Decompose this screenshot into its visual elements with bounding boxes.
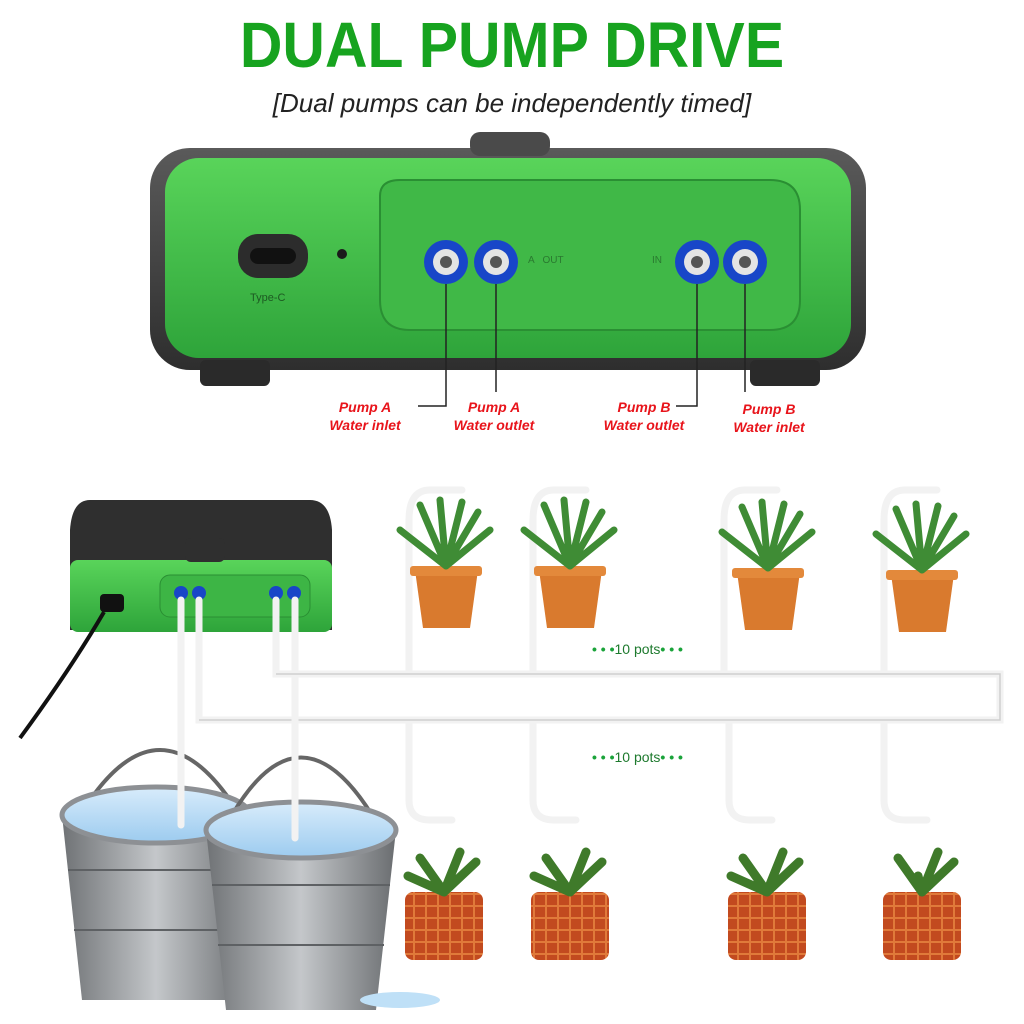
bottom-pots-count: • • •10 pots• • • [592, 749, 683, 765]
plant-bag [403, 847, 483, 960]
callout-line1: Pump B [742, 401, 796, 417]
connector-pump-b-inlet [723, 240, 767, 284]
callout-line1: Pump A [338, 399, 392, 415]
callout-line2: Water inlet [329, 417, 401, 433]
callout-line2: Water inlet [733, 419, 805, 435]
bottom-pots-text: 10 pots [614, 749, 661, 765]
callout-line1: Pump B [617, 399, 671, 415]
water-bucket-b [203, 755, 440, 1010]
page-title: DUAL PUMP DRIVE [239, 9, 785, 81]
water-bucket-a [59, 748, 253, 1000]
connector-pump-a-inlet [424, 240, 468, 284]
top-pots-count: • • •10 pots• • • [592, 641, 683, 657]
callout-line2: Water outlet [603, 417, 685, 433]
top-plant-row [396, 496, 970, 632]
callout-pump-b-outlet: Pump B Water outlet [579, 398, 709, 434]
plant-bag [726, 847, 806, 960]
top-pots-text: 10 pots [614, 641, 661, 657]
plant-pot [872, 500, 970, 632]
callout-pump-a-outlet: Pump A Water outlet [429, 398, 559, 434]
plant-pot [396, 496, 494, 628]
callout-line2: Water outlet [453, 417, 535, 433]
page-subtitle: [Dual pumps can be independently timed] [272, 88, 752, 118]
type-c-label: Type-C [250, 292, 286, 304]
in-marking: IN [652, 255, 662, 266]
pump-device-front [150, 132, 866, 407]
callout-line1: Pump A [467, 399, 521, 415]
plant-pot [718, 498, 816, 630]
callout-pump-a-inlet: Pump A Water inlet [300, 398, 430, 434]
connector-pump-b-outlet [675, 240, 719, 284]
plant-bag [529, 847, 609, 960]
callout-pump-b-inlet: Pump B Water inlet [704, 400, 834, 436]
plant-pot [520, 496, 618, 628]
pump-device-small [18, 500, 332, 740]
connector-pump-a-outlet [474, 240, 518, 284]
bottom-plant-row [403, 847, 961, 960]
a-out-marking: A OUT [528, 255, 564, 266]
plant-bag [883, 847, 961, 960]
